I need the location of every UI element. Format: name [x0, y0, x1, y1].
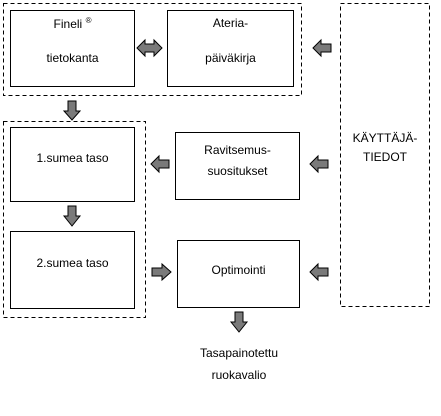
- arrow-kayttaja-ravitsemus: [309, 154, 329, 174]
- node-ravitsemus-label-2: suositukset: [207, 164, 268, 178]
- box-sumea2: [10, 231, 135, 309]
- box-ateria: [167, 10, 294, 87]
- arrow-optimointi-tulos: [229, 311, 249, 333]
- node-kayttaja-label-2: TIEDOT: [363, 150, 407, 164]
- fineli-title: Fineli: [53, 17, 83, 31]
- group-databases: [3, 3, 302, 96]
- node-fineli-label: Fineli ®: [10, 13, 135, 32]
- box-fineli: [10, 10, 135, 87]
- group-user-data: [340, 3, 430, 307]
- node-tulos-label-2: ruokavalio: [211, 368, 267, 382]
- box-sumea1: [10, 127, 135, 202]
- node-fineli-label-2: tietokanta: [46, 51, 99, 65]
- arrow-fineli-ateria: [136, 38, 163, 58]
- arrow-sumea2-optimointi: [151, 262, 172, 282]
- node-optimointi-label: Optimointi: [211, 263, 266, 277]
- arrow-ravitsemus-sumea1: [150, 154, 170, 174]
- box-optimointi: [177, 240, 300, 308]
- node-sumea2-label: 2.sumea taso: [36, 256, 109, 270]
- arrow-kayttaja-optimointi: [309, 262, 329, 282]
- node-ravitsemus-label: Ravitsemus-: [204, 143, 271, 157]
- arrow-sumea1-sumea2: [62, 205, 82, 227]
- box-ravitsemus: [175, 132, 300, 200]
- registered-mark: ®: [85, 16, 92, 25]
- group-fuzzy-levels: [3, 121, 146, 318]
- node-sumea1-label: 1.sumea taso: [36, 151, 109, 165]
- node-ateria-label-2: päiväkirja: [205, 51, 256, 65]
- node-tulos-label: Tasapainotettu: [199, 346, 279, 360]
- node-kayttaja-label: KÄYTTÄJÄ-: [352, 131, 418, 145]
- node-ateria-label: Ateria-: [212, 16, 249, 30]
- arrow-kayttaja-ateria: [312, 38, 332, 58]
- arrow-fineli-sumea1: [62, 100, 82, 121]
